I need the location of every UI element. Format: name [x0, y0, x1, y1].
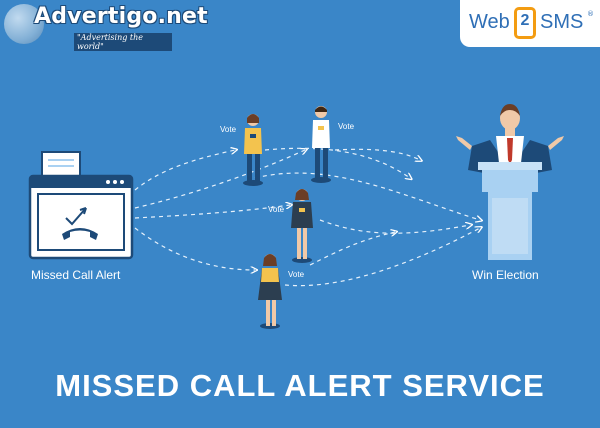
vote-label: Vote	[338, 122, 355, 131]
voter-figure	[311, 106, 331, 183]
dashed-arrow-icon	[284, 228, 480, 287]
phone-missed-call-icon	[62, 207, 98, 240]
voter-figure	[243, 114, 263, 186]
dashed-arrow-icon	[134, 150, 235, 191]
dashed-arrow-icon	[134, 150, 305, 209]
voter-figure	[258, 254, 282, 329]
dashed-arrow-icon	[319, 219, 470, 234]
web2sms-logo: Web 2 SMS ®	[460, 0, 600, 47]
dashed-arrow-icon	[134, 227, 255, 270]
logo-registered-mark: ®	[587, 10, 594, 18]
voter-figure	[291, 189, 313, 263]
dashed-arrow-icon	[254, 172, 480, 220]
source-label: Missed Call Alert	[31, 268, 121, 282]
banner-title: MISSED CALL ALERT SERVICE	[55, 368, 545, 403]
globe-icon	[4, 4, 44, 44]
dashed-arrow-icon	[309, 232, 395, 266]
watermark-title: Advertigo.net	[34, 4, 208, 29]
candidate-at-podium	[456, 104, 564, 260]
logo-phone-badge: 2	[514, 7, 536, 39]
dashed-arrow-icon	[134, 205, 290, 219]
logo-digit: 2	[520, 12, 530, 29]
flow-arrows	[134, 147, 480, 287]
vote-label: Vote	[268, 205, 285, 214]
logo-word-web: Web	[469, 11, 510, 33]
vote-label: Vote	[288, 270, 305, 279]
dashed-arrow-icon	[334, 148, 420, 160]
vote-label: Vote	[220, 125, 237, 134]
dashed-arrow-icon	[264, 147, 410, 178]
target-label: Win Election	[472, 268, 539, 282]
missed-call-device	[28, 151, 134, 260]
advertigo-watermark: Advertigo.net "Advertising the world"	[0, 0, 208, 51]
logo-word-sms: SMS	[540, 11, 584, 33]
watermark-tagline: "Advertising the world"	[74, 33, 172, 51]
